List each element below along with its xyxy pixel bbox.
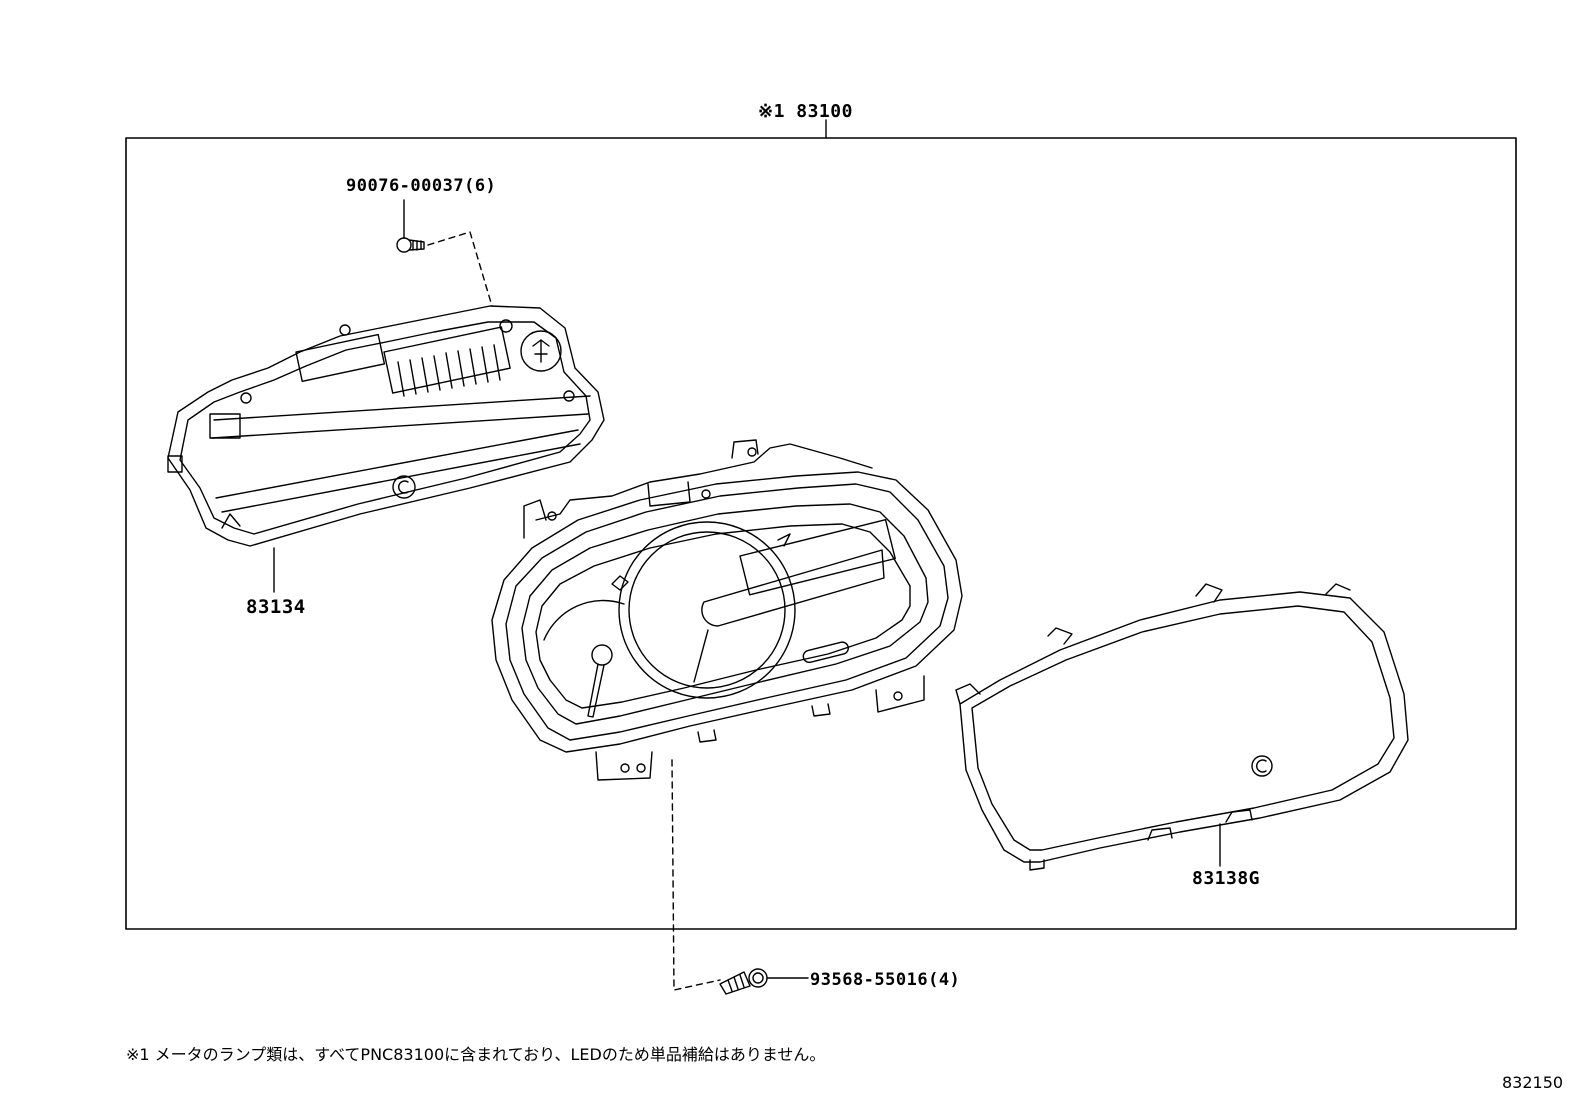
meter-cluster-part	[492, 440, 962, 990]
part-label-screw-top: 90076-00037(6)	[346, 176, 497, 196]
screw-bottom-icon	[720, 969, 808, 994]
rear-case-part	[168, 306, 604, 592]
screw-top-icon	[397, 200, 492, 306]
part-label-glass-cover: 83138G	[1192, 868, 1261, 889]
part-label-rear-case: 83134	[246, 596, 306, 618]
figure-number: 832150	[1502, 1073, 1564, 1092]
glass-cover-part	[956, 584, 1408, 870]
assembly-label: ※1 83100	[758, 101, 853, 122]
footnote: ※1 メータのランプ類は、すべてPNC83100に含まれており、LEDのため単品…	[126, 1045, 826, 1064]
assembly-frame	[126, 138, 1516, 929]
part-label-screw-bottom: 93568-55016(4)	[810, 970, 961, 990]
